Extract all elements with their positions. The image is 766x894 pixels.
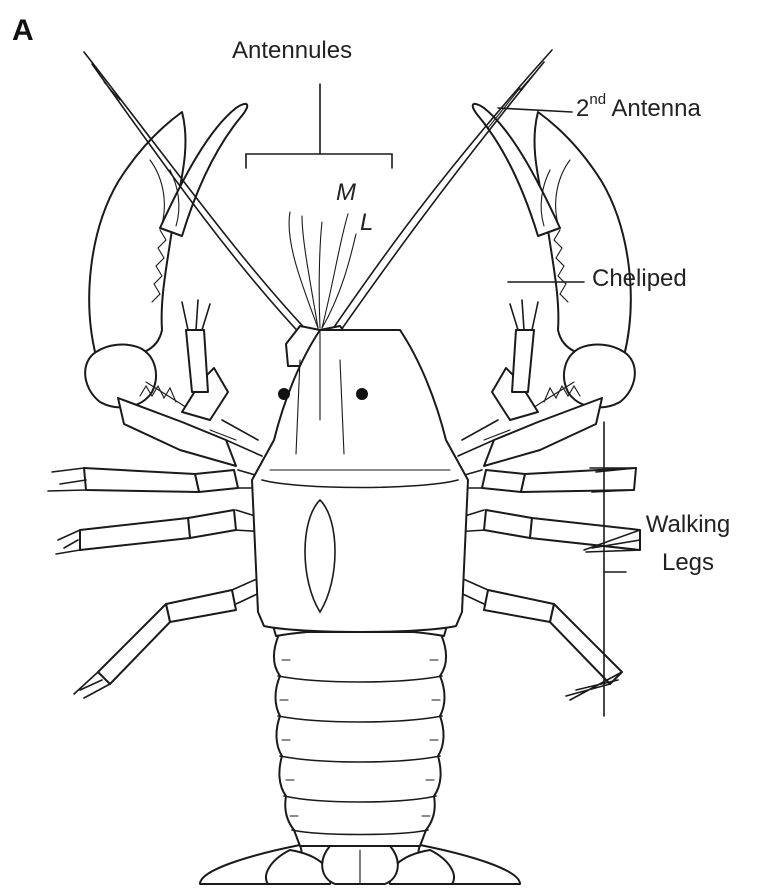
medial-antennule-label: M	[336, 180, 356, 206]
walking-legs-label-line2: Legs	[632, 544, 744, 582]
cephalothorax	[252, 326, 468, 632]
walking-legs-label-line1: Walking	[632, 506, 744, 544]
antenna-leader	[498, 108, 572, 112]
cheliped-label: Cheliped	[592, 266, 687, 292]
antennules-bracket	[246, 154, 392, 168]
walking-legs-left	[48, 420, 270, 698]
second-antenna-label: 2nd Antenna	[576, 96, 701, 122]
walking-legs-right	[450, 420, 640, 700]
lateral-antennule-label: L	[360, 210, 373, 236]
tail-fan	[200, 845, 520, 884]
abdomen	[272, 616, 448, 846]
antennules-label: Antennules	[232, 38, 352, 64]
walking-legs-label: Walking Legs	[632, 506, 744, 582]
panel-label: A	[12, 14, 34, 47]
